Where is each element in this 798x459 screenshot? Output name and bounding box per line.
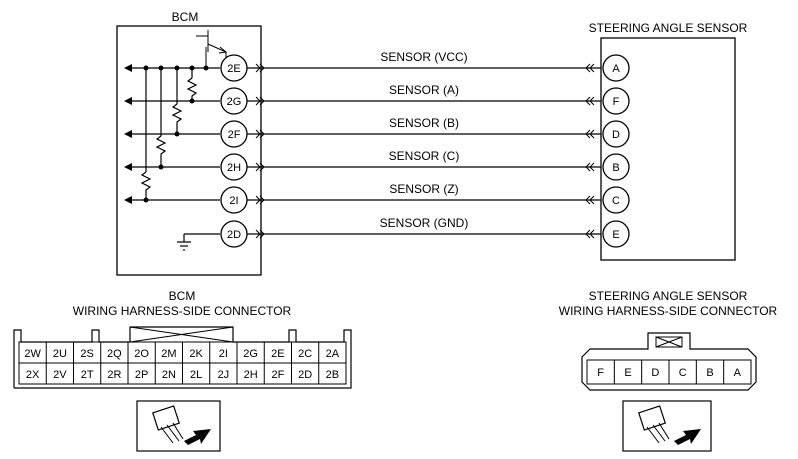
- bcm-connector-cell: 2D: [298, 369, 312, 381]
- bcm-connector-cell: 2V: [53, 369, 67, 381]
- bcm-connector-cell: 2Q: [107, 348, 122, 360]
- bcm-pin-label: 2H: [227, 162, 241, 174]
- resistor-icon: [155, 135, 167, 167]
- sensor-pin-d: [602, 120, 630, 148]
- arrow-icon: [124, 130, 132, 138]
- bcm-connector-cell: 2U: [53, 348, 67, 360]
- wire-harness: SENSOR (VCC) SENSOR (A) SENSOR (B) SENSO…: [247, 50, 603, 239]
- sensor-connector-subtitle: WIRING HARNESS-SIDE CONNECTOR: [559, 304, 778, 318]
- sensor-pin-label: E: [612, 229, 619, 241]
- bcm-connector-cell: 2F: [271, 369, 284, 381]
- bcm-connector-cell: 2H: [244, 369, 258, 381]
- sensor-pin-label: F: [613, 96, 620, 108]
- bcm-title: BCM: [172, 10, 199, 24]
- sensor-title: STEERING ANGLE SENSOR: [589, 21, 748, 35]
- bcm-pin-label: 2G: [227, 96, 242, 108]
- sensor-pin-label: B: [612, 162, 619, 174]
- resistor-icon: [186, 77, 198, 101]
- wire-label-vcc: SENSOR (VCC): [380, 50, 467, 64]
- bcm-connector-cell: 2E: [271, 348, 284, 360]
- bcm-connector-cell: 2J: [218, 369, 230, 381]
- sensor-pin-label: D: [612, 129, 620, 141]
- sensor-connector-cell: D: [651, 367, 659, 379]
- connector-view-icon: [136, 400, 221, 452]
- sensor-connector-title: STEERING ANGLE SENSOR: [589, 289, 748, 303]
- bcm-connector-face: 2W 2U 2S 2Q 2O 2M 2K 2I 2G 2E 2C 2A 2X 2V 2T 2R 2P 2N 2L 2J…: [13, 326, 352, 389]
- arrow-icon: [124, 97, 132, 105]
- bcm-connector-subtitle: WIRING HARNESS-SIDE CONNECTOR: [73, 304, 292, 318]
- bcm-internal-circuit: [124, 30, 228, 251]
- wire-label-gnd: SENSOR (GND): [380, 216, 469, 230]
- bcm-pin-label: 2E: [227, 63, 240, 75]
- connector-view-icon: [622, 400, 712, 452]
- wire-label-a: SENSOR (A): [389, 83, 459, 97]
- sensor-connector-cell: F: [597, 367, 604, 379]
- arrow-icon: [124, 196, 132, 204]
- bcm-connector-cell: 2L: [190, 369, 202, 381]
- bcm-connector-cell: 2M: [161, 348, 176, 360]
- sensor-pin-e: [602, 220, 630, 248]
- sensor-pin-label: A: [612, 63, 620, 75]
- sensor-pin-label: C: [612, 195, 620, 207]
- bcm-connector-cell: 2T: [81, 369, 94, 381]
- sensor-pin-f: [602, 87, 630, 115]
- bcm-connector-cell: 2N: [162, 369, 176, 381]
- bcm-pin-label: 2D: [227, 229, 241, 241]
- arrow-icon: [124, 163, 132, 171]
- bcm-connector-cell: 2G: [243, 348, 258, 360]
- bcm-connector-cell: 2O: [134, 348, 149, 360]
- bcm-connector-cell: 2S: [80, 348, 93, 360]
- sensor-pin-a: [602, 54, 630, 82]
- bcm-pin-label: 2F: [228, 129, 241, 141]
- arrow-icon: [124, 64, 132, 72]
- bcm-connector-cell: 2X: [26, 369, 40, 381]
- bcm-connector-cell: 2P: [135, 369, 148, 381]
- sensor-pin-b: [602, 153, 630, 181]
- bcm-connector-cell: 2I: [219, 348, 228, 360]
- bcm-connector-cell: 2A: [326, 348, 340, 360]
- bcm-connector-cell: 2B: [326, 369, 339, 381]
- bcm-connector-title: BCM: [169, 289, 196, 303]
- sensor-pin-c: [602, 186, 630, 214]
- sensor-connector-cell: A: [734, 367, 742, 379]
- ground-icon: [177, 233, 220, 251]
- bcm-connector-cell: 2K: [189, 348, 203, 360]
- bcm-pin-label: 2I: [229, 195, 238, 207]
- bcm-connector-cell: 2C: [298, 348, 312, 360]
- resistor-icon: [140, 171, 152, 200]
- sensor-connector-cell: E: [624, 367, 631, 379]
- wire-label-c: SENSOR (C): [389, 149, 460, 163]
- bcm-connector-cell: 2W: [24, 348, 41, 360]
- resistor-icon: [171, 103, 183, 134]
- sensor-pins: A F D B C E: [602, 54, 630, 248]
- wire-label-b: SENSOR (B): [389, 116, 459, 130]
- wire-label-z: SENSOR (Z): [389, 182, 458, 196]
- bcm-connector-cell: 2R: [107, 369, 121, 381]
- sensor-connector-cell: C: [679, 367, 687, 379]
- sensor-connector-cell: B: [706, 367, 713, 379]
